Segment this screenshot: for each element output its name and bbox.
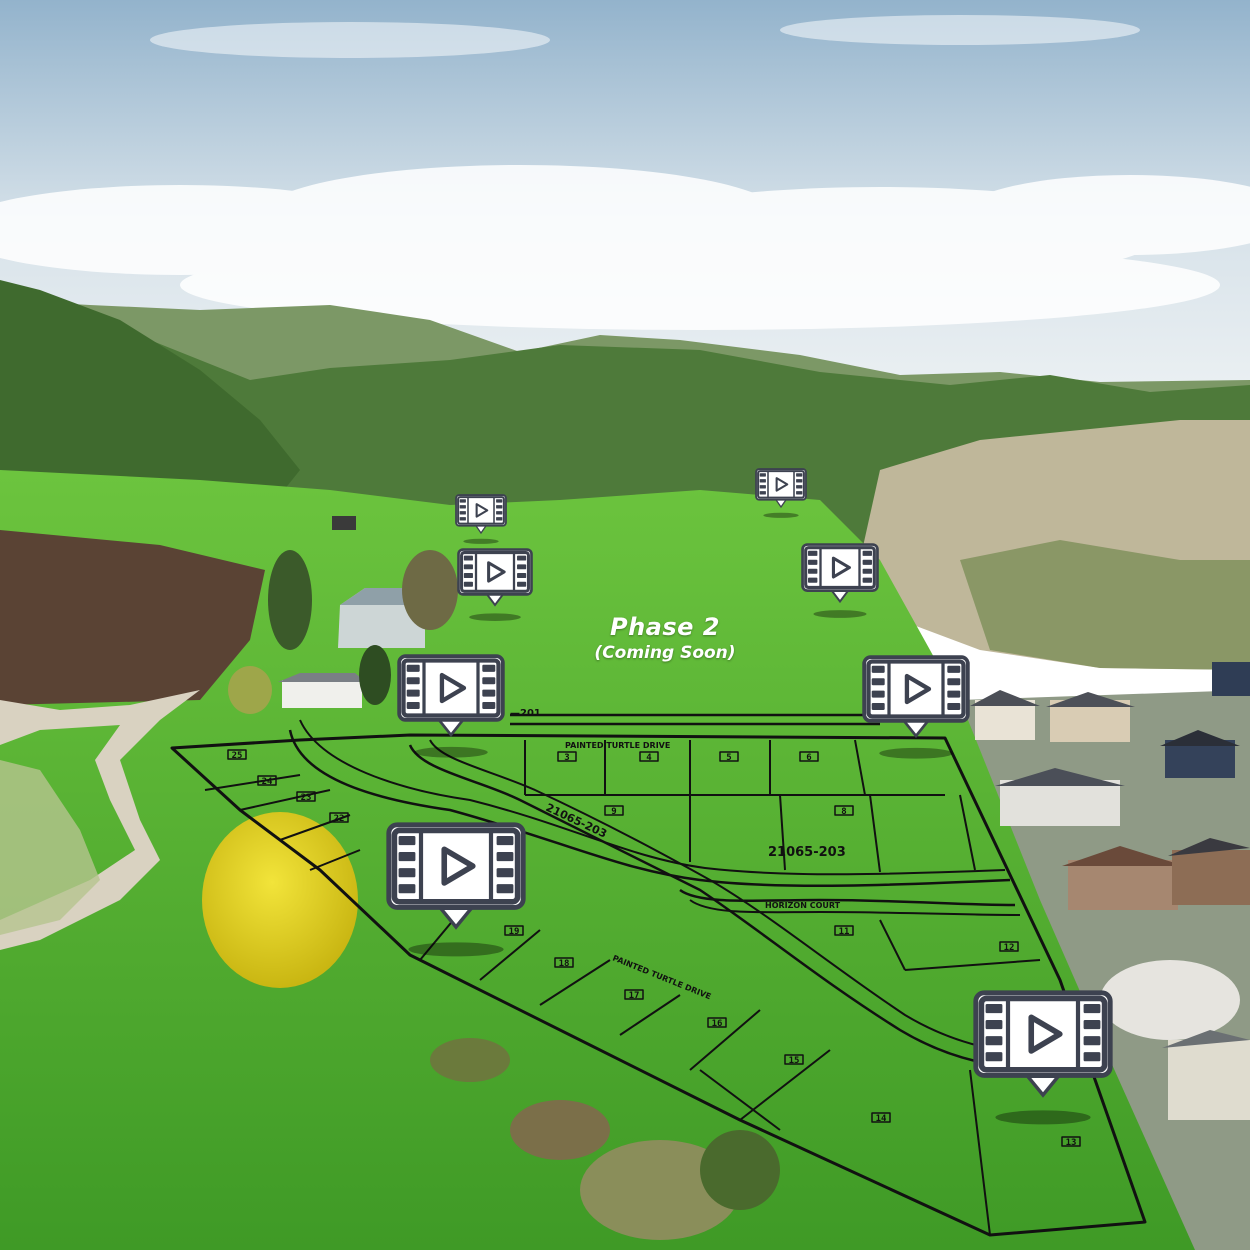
video-play-icon: [862, 655, 970, 759]
lot-number: 6: [806, 753, 811, 763]
left-yard: [0, 760, 100, 935]
lot-number: 24: [262, 777, 273, 787]
clouds: [0, 15, 1250, 330]
lot-number: 25: [232, 751, 243, 761]
neighbourhood: [960, 662, 1250, 1250]
left-hill: [0, 280, 300, 530]
video-marker-8[interactable]: [973, 990, 1113, 1129]
video-marker-4[interactable]: [801, 543, 879, 620]
phase-2-label: Phase 2 (Coming Soon): [555, 612, 775, 664]
phase-subtitle: (Coming Soon): [594, 643, 736, 663]
video-play-icon: [755, 468, 807, 518]
willow-tree: [202, 812, 358, 988]
lot-number: 18: [559, 959, 570, 969]
lot-number: 11: [839, 927, 850, 937]
video-marker-1[interactable]: [455, 494, 507, 545]
soil-field: [0, 530, 265, 705]
lot-number: 13: [1066, 1138, 1077, 1148]
video-play-icon: [386, 822, 526, 957]
lot-number: 23: [301, 793, 312, 803]
video-marker-3[interactable]: [457, 548, 533, 623]
video-play-icon: [801, 543, 879, 618]
road-label-horizon-court: HORIZON COURT: [765, 901, 841, 910]
lot-numbers: 25 24 23 22 3 4 5 6 9 8 11 12 19 18 17 1…: [232, 751, 1077, 1148]
lot-number: 15: [789, 1056, 800, 1066]
video-play-icon: [457, 548, 533, 621]
video-marker-5[interactable]: [397, 654, 505, 761]
video-play-icon: [397, 654, 505, 758]
lot-plan-overlay: [170, 713, 1147, 1237]
phase-title: Phase 2: [610, 613, 720, 641]
lot-number: 4: [646, 753, 652, 763]
lot-number: 5: [726, 753, 731, 763]
road-label-painted-turtle-north: PAINTED TURTLE DRIVE: [565, 741, 670, 750]
lot-number: 14: [876, 1114, 887, 1124]
lot-number: 12: [1004, 943, 1015, 953]
parcel-label: 21065-203: [768, 845, 846, 860]
lot-number: 3: [564, 753, 569, 763]
video-marker-7[interactable]: [386, 822, 526, 961]
lot-number: 22: [334, 814, 345, 824]
right-slope-shrub: [960, 540, 1250, 670]
parcel-label: —201: [510, 708, 541, 719]
lot-number: 9: [611, 807, 616, 817]
lot-number: 8: [841, 807, 846, 817]
tree-line: [228, 550, 780, 1240]
lot-number: 16: [712, 1019, 723, 1029]
video-marker-6[interactable]: [862, 655, 970, 762]
video-marker-2[interactable]: [755, 468, 807, 519]
video-play-icon: [455, 494, 507, 544]
video-play-icon: [973, 990, 1113, 1125]
lot-number: 19: [509, 927, 520, 937]
lot-number: 17: [629, 991, 640, 1001]
